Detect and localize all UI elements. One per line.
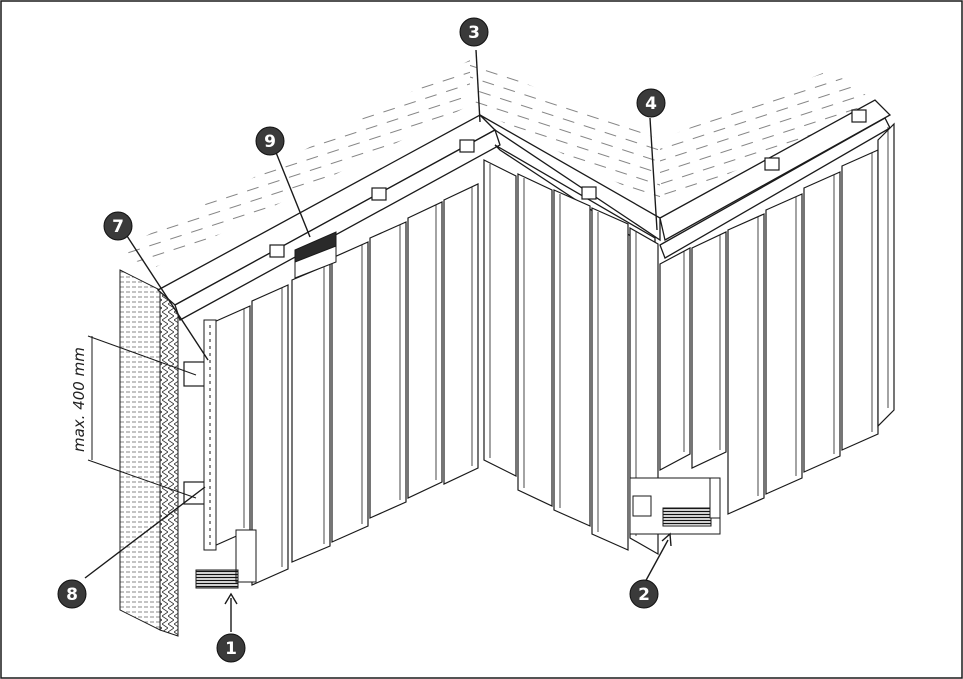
left-facade-panels bbox=[213, 183, 479, 586]
dimension-max-400mm bbox=[87, 335, 197, 499]
callout-markers: 1 2 3 4 7 8 9 bbox=[57, 17, 666, 663]
right-panel bbox=[727, 213, 765, 515]
callout-number: 1 bbox=[225, 639, 237, 659]
left-subframe bbox=[195, 319, 257, 589]
trim-piece-9 bbox=[294, 231, 337, 279]
callout-number: 3 bbox=[468, 23, 480, 43]
right-panel bbox=[803, 171, 841, 473]
middle-panel bbox=[517, 173, 553, 507]
callout-8: 8 bbox=[57, 579, 87, 609]
masonry-wall bbox=[119, 269, 179, 637]
leader-lines bbox=[84, 49, 672, 632]
left-panel bbox=[407, 201, 443, 499]
middle-facade-panels bbox=[483, 159, 659, 556]
right-facade-panels bbox=[659, 122, 895, 515]
middle-panel bbox=[483, 159, 517, 477]
callout-number: 2 bbox=[638, 585, 650, 605]
callout-1: 1 bbox=[216, 633, 246, 663]
right-panel bbox=[841, 149, 879, 451]
left-panel bbox=[331, 241, 369, 543]
left-panel bbox=[213, 305, 251, 547]
callout-9: 9 bbox=[255, 126, 285, 156]
callout-number: 4 bbox=[645, 94, 657, 114]
dimension-label: max. 400 mm bbox=[70, 347, 88, 452]
wall-top-hatching bbox=[120, 60, 880, 270]
left-panel bbox=[369, 221, 407, 519]
callout-3: 3 bbox=[459, 17, 489, 47]
left-panel bbox=[251, 284, 289, 586]
middle-panel bbox=[553, 189, 591, 527]
left-panel bbox=[291, 263, 331, 563]
right-panel bbox=[659, 247, 691, 471]
left-panel bbox=[443, 183, 479, 485]
middle-panel bbox=[591, 207, 629, 551]
callout-2: 2 bbox=[629, 579, 659, 609]
right-panel bbox=[877, 122, 895, 428]
callout-number: 9 bbox=[264, 132, 276, 152]
callout-number: 8 bbox=[66, 585, 78, 605]
right-bottom-vent bbox=[629, 477, 721, 535]
right-panel bbox=[691, 231, 727, 469]
right-panel bbox=[765, 193, 803, 495]
top-rail bbox=[156, 99, 892, 321]
middle-panel bbox=[629, 226, 659, 556]
callout-4: 4 bbox=[636, 88, 666, 118]
callout-number: 7 bbox=[112, 217, 124, 237]
callout-7: 7 bbox=[103, 211, 133, 241]
